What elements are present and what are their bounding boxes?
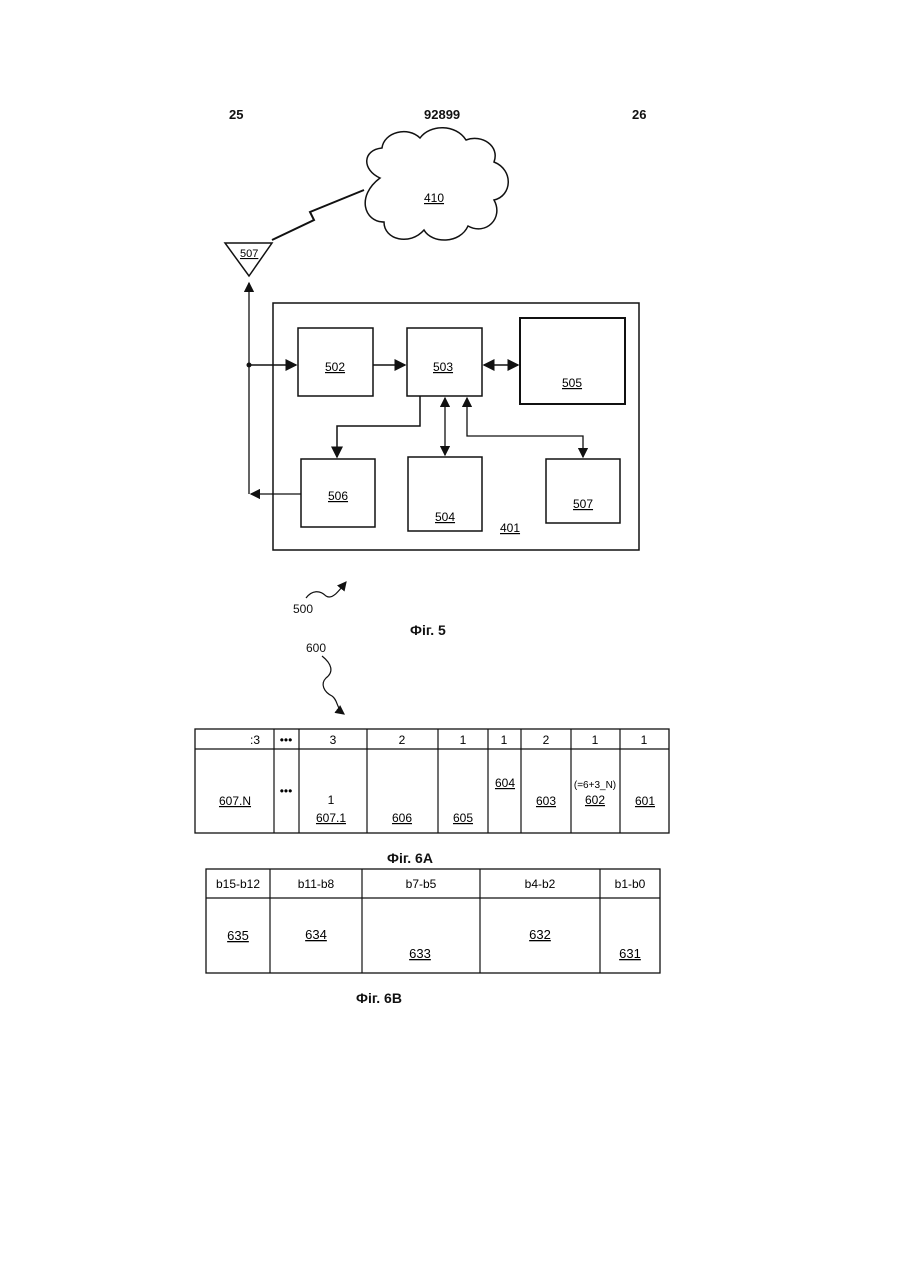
arrow-503-507 [467,398,583,457]
bit-range-634: b11-b8 [298,877,335,891]
figure-6b-table: b15-b12 b11-b8 b7-b5 b4-b2 b1-b0 635 634… [0,865,901,975]
bit-range-632: b4-b2 [525,877,556,891]
block-503-label: 503 [433,360,453,374]
field-6071: 607.1 [316,811,346,825]
network-label: 410 [424,191,444,205]
width-cell-601: 1 [641,733,648,747]
field-6071-top: 1 [328,793,335,807]
block-502-label: 502 [325,360,345,374]
device-label: 401 [500,521,520,535]
block-505 [520,318,625,404]
field-634: 634 [305,927,327,942]
block-507 [546,459,620,523]
wireless-link [272,190,364,240]
field-603: 603 [536,794,556,808]
width-cell-605: 1 [460,733,467,747]
field-607n: 607.N [219,794,251,808]
block-506-label: 506 [328,489,348,503]
field-632: 632 [529,927,551,942]
figure-5-diagram: 410 507 401 502 503 505 506 504 507 [0,0,901,640]
field-631: 631 [619,946,641,961]
width-cell-604: 1 [501,733,508,747]
figure-6a-caption: Фіг. 6А [387,850,433,866]
figure-6a-ref-label: 600 [306,641,326,655]
width-cell-6071: 3 [330,733,337,747]
bit-range-631: b1-b0 [615,877,646,891]
arrow-503-506 [337,396,420,457]
block-505-label: 505 [562,376,582,390]
field-605: 605 [453,811,473,825]
figure-5-ref-label: 500 [293,602,313,616]
field-606: 606 [392,811,412,825]
field-601: 601 [635,794,655,808]
block-507-label: 507 [573,497,593,511]
width-cell-606: 2 [399,733,406,747]
field-604: 604 [495,776,515,790]
reference-squiggle-600 [310,654,370,724]
antenna-label: 507 [240,248,258,260]
figure-5-caption: Фіг. 5 [410,622,446,638]
figure-6a-table: :3 ••• 3 2 1 1 2 1 1 607.N ••• 1 607.1 6… [0,725,901,835]
block-504-label: 504 [435,510,455,524]
bit-range-633: b7-b5 [406,877,437,891]
width-cell-607n: :3 [250,733,260,747]
field-633: 633 [409,946,431,961]
width-cell-dots: ••• [280,733,293,747]
reference-squiggle-500 [306,582,346,598]
bit-range-635: b15-b12 [216,877,260,891]
figure-6b-caption: Фіг. 6В [356,990,402,1006]
field-635: 635 [227,928,249,943]
width-cell-602: 1 [592,733,599,747]
network-cloud [365,128,508,240]
field-602-top: (=6+3_N) [574,780,616,791]
field-602: 602 [585,793,605,807]
field-dots: ••• [280,784,293,798]
width-cell-603: 2 [543,733,550,747]
